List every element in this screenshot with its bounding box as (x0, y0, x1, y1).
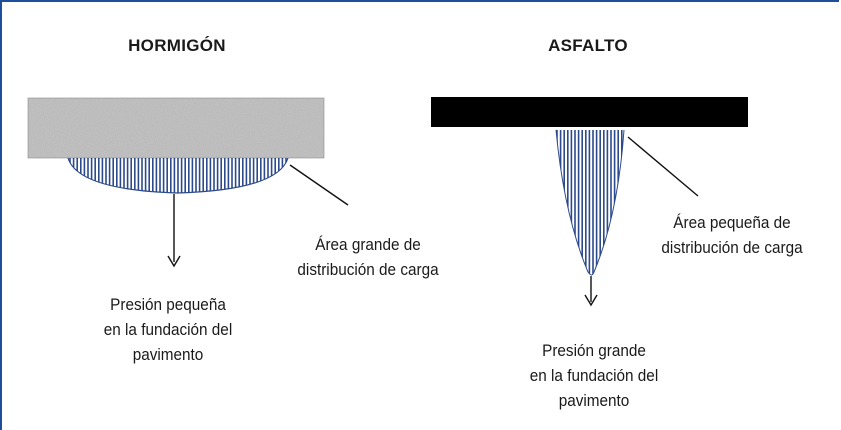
asphalt-pressure-arrow (584, 276, 598, 307)
concrete-pressure-arrow (167, 194, 181, 268)
concrete-leader-line (289, 164, 349, 206)
concrete-pressure-line2: en la fundación del (103, 320, 233, 339)
concrete-pressure-label: Presión pequeña en la fundación del pavi… (78, 292, 258, 367)
asphalt-slab (431, 97, 748, 127)
concrete-slab (27, 97, 325, 159)
asphalt-pressure-line1: Presión grande (542, 341, 646, 360)
asphalt-area-label: Área pequeña de distribución de carga (642, 210, 822, 260)
concrete-area-label-line2: distribución de carga (297, 260, 439, 279)
asphalt-pressure-line3: pavimento (558, 391, 630, 410)
concrete-title: HORMIGÓN (128, 36, 226, 55)
concrete-load-distribution-outline (67, 157, 289, 194)
concrete-area-label: Área grande de distribución de carga (278, 232, 458, 282)
asphalt-title: ASFALTO (548, 36, 628, 55)
asphalt-area-label-line1: Área pequeña de (673, 213, 791, 232)
concrete-area-label-line1: Área grande de (315, 235, 421, 254)
asphalt-leader-line (627, 136, 699, 197)
asphalt-load-distribution-outline (555, 129, 625, 276)
asphalt-pressure-line2: en la fundación del (529, 366, 659, 385)
asphalt-area-label-line2: distribución de carga (661, 238, 803, 257)
concrete-load-distribution-area (69, 158, 287, 193)
concrete-pressure-line1: Presión pequeña (110, 295, 226, 314)
asphalt-pressure-label: Presión grande en la fundación del pavim… (504, 338, 684, 413)
concrete-pressure-line3: pavimento (132, 345, 204, 364)
